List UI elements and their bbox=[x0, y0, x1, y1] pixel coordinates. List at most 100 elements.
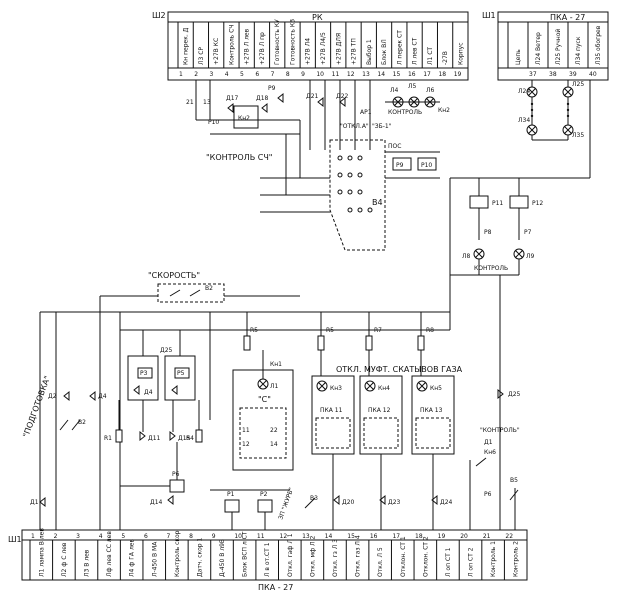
svg-text:R8: R8 bbox=[426, 327, 434, 334]
svg-text:В2: В2 bbox=[78, 419, 86, 426]
rk-cell: +27В ДЛЯ bbox=[335, 33, 342, 65]
relay-r3 bbox=[137, 367, 153, 379]
svg-text:Д4: Д4 bbox=[144, 389, 153, 396]
bottom-cell-pin: 10 bbox=[234, 533, 242, 540]
bottom-cell: Контроль 1 bbox=[490, 541, 497, 577]
rk-cell-pin: 11 bbox=[332, 71, 340, 78]
pka-cell: Цепь bbox=[515, 49, 522, 65]
rk-title: РК bbox=[312, 13, 323, 22]
left-relay-cluster: Р3 Р5 Д4 Д25 R1 Д11 Д15 R4 bbox=[104, 312, 211, 443]
pka-cell-pin: 40 bbox=[589, 71, 597, 78]
svg-text:Д17: Д17 bbox=[226, 95, 239, 102]
bottom-cell: Л оп СТ 2 bbox=[468, 547, 475, 577]
svg-text:Р6: Р6 bbox=[484, 491, 492, 498]
podgotovka-label: "ПОДГОТОВКА" bbox=[21, 375, 52, 439]
bottom-cell: Откл. Л 5 bbox=[377, 547, 384, 577]
pka-cell-pin: 39 bbox=[569, 71, 577, 78]
svg-text:R5: R5 bbox=[250, 327, 258, 334]
pos-block: ПОС Р9 Р10 bbox=[385, 143, 440, 179]
lamp-l25-label: Л25 bbox=[572, 81, 584, 88]
bottom-cell-pin: 17 bbox=[392, 533, 400, 540]
bottom-cell: Блок ВСП л СТ bbox=[242, 531, 249, 577]
bottom-cell: Откл. мф Л 2 bbox=[309, 536, 316, 577]
svg-text:"С": "С" bbox=[258, 395, 271, 404]
main-buses bbox=[55, 295, 450, 530]
rk-cell-pin: 8 bbox=[286, 71, 290, 78]
svg-text:Д18: Д18 bbox=[256, 95, 269, 102]
rk-cell-pin: 1 bbox=[179, 71, 183, 78]
rk-cell-pin: 3 bbox=[210, 71, 214, 78]
bottom-cell-pin: 22 bbox=[505, 533, 513, 540]
rk-cell: Корпус bbox=[457, 42, 464, 65]
rk-cell: Л перек СТ bbox=[396, 30, 403, 65]
svg-text:Р1: Р1 bbox=[227, 491, 235, 498]
rk-cell-pin: 16 bbox=[408, 71, 416, 78]
pka-cell: Л34 пуск bbox=[575, 36, 582, 65]
relay-r5 bbox=[174, 367, 190, 379]
kontrol-12-block: Р11 Р12 Р8 Р7 Л8 Л9 КОНТРОЛЬ bbox=[449, 177, 543, 330]
bottom-cell: Откл. гаф Л 1 bbox=[287, 533, 294, 577]
svg-text:Р6: Р6 bbox=[172, 471, 180, 478]
rk-cell: +27В Л4 bbox=[305, 38, 312, 65]
rk-cell: +27В Л пр bbox=[259, 32, 266, 65]
svg-text:Кн2: Кн2 bbox=[238, 115, 250, 122]
bottom-cell-pin: 16 bbox=[370, 533, 378, 540]
rk-cell-pin: 18 bbox=[438, 71, 446, 78]
resistor-r5-left bbox=[243, 335, 251, 351]
svg-text:Д25: Д25 bbox=[160, 347, 173, 354]
svg-text:Кн5: Кн5 bbox=[430, 385, 442, 392]
svg-text:Р7: Р7 bbox=[524, 229, 532, 236]
bottom-cell: Контроль 2 bbox=[513, 541, 520, 577]
relay-r11 bbox=[469, 195, 489, 209]
lamp-l24-label: Л24 bbox=[518, 88, 530, 95]
bottom-cell: Л1 лампа В лев bbox=[38, 528, 45, 577]
podgotovka-switch: "ПОДГОТОВКА" Д2 Д4 В2 Д1 bbox=[21, 311, 107, 530]
bottom-cell: Отклон. СТ 1 bbox=[400, 536, 407, 577]
rk-cell: Л1 СТ bbox=[427, 47, 434, 65]
kontrol-sch-block: 21 13 Кн2 Д17 Д18 Р9 Р10 "КОНТРОЛЬ СЧ" bbox=[186, 80, 300, 162]
svg-text:ЗП "ЖУРБ": ЗП "ЖУРБ" bbox=[277, 486, 295, 520]
bottom-cell-pin: 18 bbox=[415, 533, 423, 540]
svg-text:R1: R1 bbox=[104, 435, 112, 442]
rk-cell-pin: 14 bbox=[377, 71, 385, 78]
bottom-cell: Д-450 В л9В bbox=[219, 539, 226, 577]
rk-cell: +27В Л лев bbox=[244, 28, 251, 65]
svg-text:В4: В4 bbox=[372, 198, 383, 207]
sh2-label: Ш2 bbox=[152, 11, 166, 20]
bottom-cell-pin: 21 bbox=[483, 533, 491, 540]
svg-text:Р9: Р9 bbox=[396, 162, 404, 169]
svg-text:Р3: Р3 bbox=[140, 370, 148, 377]
svg-text:Д24: Д24 bbox=[440, 499, 453, 506]
rk-cell: Блок ВЛ bbox=[381, 39, 388, 65]
bottom-cell-pin: 4 bbox=[99, 533, 103, 540]
bottom-cell-pin: 14 bbox=[325, 533, 333, 540]
bottom-cell: Откл. гз Л 3 bbox=[332, 539, 339, 577]
switch-v4: В4 bbox=[260, 120, 386, 251]
rk-cell-pin: 2 bbox=[194, 71, 198, 78]
rk-cell: Л3 СР bbox=[198, 47, 205, 65]
bottom-cell-pin: 9 bbox=[212, 533, 216, 540]
svg-text:12: 12 bbox=[242, 441, 250, 448]
skorost-switch: "СКОРОСТЬ" В2 bbox=[148, 271, 225, 303]
relay-r6-block: Р6 Д14 bbox=[120, 442, 185, 506]
svg-text:Д23: Д23 bbox=[388, 499, 401, 506]
pka-cell: Л35 обогрев bbox=[595, 25, 602, 65]
relay-r10 bbox=[417, 157, 437, 171]
bottom-cell-pin: 15 bbox=[347, 533, 355, 540]
svg-text:R4: R4 bbox=[186, 435, 194, 442]
svg-text:Р11: Р11 bbox=[492, 200, 503, 207]
relay-r9 bbox=[392, 157, 412, 171]
rk-cell-pin: 6 bbox=[255, 71, 259, 78]
right-lamp-group: Л24 Л25 Л34 Л35 bbox=[518, 80, 591, 179]
pka-cell: Л25 Ручной bbox=[555, 29, 562, 65]
pka-top-title: ПКА - 27 bbox=[550, 13, 585, 22]
middle-relay-pair: Р1 Р2 bbox=[210, 489, 290, 530]
bottom-cell-pin: 8 bbox=[189, 533, 193, 540]
bottom-cell: Л2 ф С лев bbox=[61, 542, 68, 577]
bottom-cell-pin: 12 bbox=[280, 533, 288, 540]
svg-text:ПКА 11: ПКА 11 bbox=[320, 407, 343, 414]
svg-text:Р10: Р10 bbox=[421, 162, 432, 169]
pka-cell-pin: 37 bbox=[529, 71, 537, 78]
